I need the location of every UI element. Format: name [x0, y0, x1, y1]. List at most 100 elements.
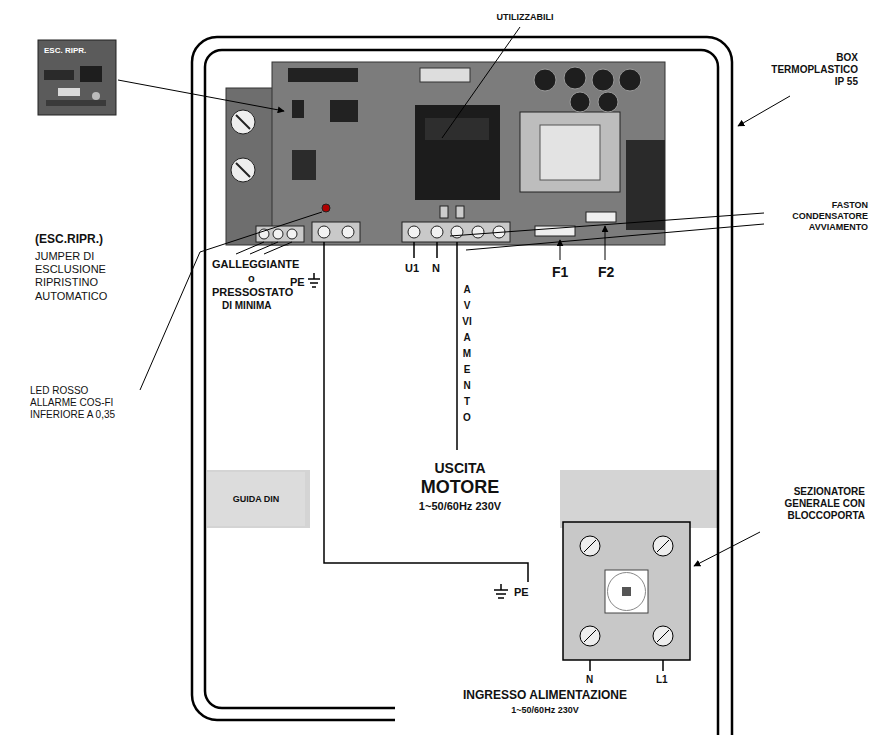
disconnect-switch — [580, 626, 600, 646]
enclosure-outline — [205, 50, 718, 735]
inset-photo — [46, 100, 106, 106]
circuit-board — [534, 69, 556, 91]
circuit-board — [415, 105, 500, 200]
inset-photo — [58, 88, 80, 96]
circuit-board — [322, 204, 330, 212]
circuit-board — [330, 100, 358, 122]
node-text: ESC. RIPR. — [44, 46, 110, 55]
terminal-label: o — [248, 272, 255, 285]
wire — [413, 242, 415, 258]
ground-symbol — [494, 589, 508, 591]
circuit-board — [231, 110, 255, 134]
terminal-block — [318, 226, 330, 238]
leader-line — [140, 212, 322, 390]
disconnect-switch — [563, 522, 690, 660]
callout-label: LED ROSSO ALLARME COS-FI INFERIORE A 0,3… — [30, 385, 135, 421]
disconnect-switch — [657, 540, 669, 552]
terminal-block — [256, 222, 510, 242]
callout-label: FASTON CONDENSATORE AVVIAMENTO — [768, 200, 868, 232]
circuit-board — [420, 68, 470, 82]
output-label: MOTORE — [390, 477, 530, 499]
leader-line — [264, 242, 292, 254]
terminal-label: PE — [290, 276, 305, 289]
leader-line — [250, 242, 278, 254]
inset-photo — [80, 66, 102, 82]
circuit-board — [440, 206, 448, 218]
circuit-board — [292, 150, 316, 180]
disconnect-switch — [580, 536, 600, 556]
leader-line — [694, 532, 760, 566]
ground-symbol — [312, 286, 316, 288]
circuit-board — [598, 92, 618, 112]
circuit-board — [592, 69, 614, 91]
terminal-label: DI MINIMA — [222, 300, 271, 312]
terminal-label: N — [432, 262, 440, 275]
circuit-board — [570, 92, 590, 112]
din-rail-band: GUIDA DIN — [207, 472, 305, 526]
circuit-board — [272, 62, 665, 245]
leader-line — [118, 80, 284, 111]
ground-symbol — [500, 584, 502, 590]
circuit-board — [619, 69, 641, 91]
leader-line — [466, 224, 764, 250]
terminal-block — [273, 229, 283, 239]
circuit-board — [236, 115, 250, 129]
disconnect-switch — [657, 630, 669, 642]
enclosure-outline — [192, 37, 732, 735]
terminal-label: GALLEGGIANTE — [212, 258, 299, 271]
enclosure-outline — [192, 37, 732, 735]
ground-symbol — [310, 282, 318, 284]
circuit-board — [586, 212, 616, 222]
ground-symbol — [308, 273, 508, 598]
inset-photo-label: ESC. RIPR. — [38, 40, 116, 115]
disconnect-switch — [653, 536, 673, 556]
terminal-block — [312, 222, 360, 242]
terminal-block — [402, 222, 510, 242]
callout-label: BOX TERMOPLASTICO IP 55 — [762, 52, 858, 88]
disconnect-switch — [605, 570, 648, 613]
terminal-block — [256, 226, 304, 242]
circuit-board — [626, 140, 665, 230]
disconnect-switch — [608, 573, 646, 611]
node-text: GUIDA DIN — [211, 494, 301, 504]
callout-label: JUMPER DI ESCLUSIONE RIPRISTINO AUTOMATI… — [35, 250, 120, 303]
disconnect-switch — [584, 630, 596, 642]
ground-symbol — [498, 597, 504, 599]
terminal-block — [472, 226, 484, 238]
terminal-block — [431, 226, 443, 238]
disconnect-switch — [653, 626, 673, 646]
circuit-board — [425, 118, 489, 140]
leader-line — [118, 27, 790, 566]
wire — [324, 242, 663, 671]
leader-line — [236, 242, 264, 254]
terminal-label: U1 — [405, 262, 419, 275]
ground-symbol — [496, 593, 506, 595]
leader-line — [442, 27, 520, 138]
circuit-board — [288, 68, 358, 82]
leader-line — [738, 96, 790, 126]
circuit-board — [231, 158, 255, 182]
terminal-label: N — [586, 674, 593, 686]
inset-photo — [38, 40, 116, 115]
fuse-label: F1 — [552, 264, 568, 281]
callout-label: UTILIZZABILI — [486, 12, 564, 23]
circuit-board — [520, 112, 620, 192]
inset-photo — [44, 70, 74, 80]
circuit-board — [226, 62, 665, 245]
leader-line — [560, 240, 561, 260]
output-label: USCITA — [390, 460, 530, 477]
input-label: INGRESSO ALIMENTAZIONE — [420, 688, 670, 702]
terminal-label: AVVIAMENTO — [462, 282, 472, 426]
terminal-label: PRESSOSTATO — [212, 286, 293, 299]
wire — [589, 660, 591, 671]
circuit-board — [236, 163, 250, 177]
disconnect-switch — [563, 522, 690, 660]
leader-line — [450, 213, 764, 236]
wire — [662, 660, 664, 671]
wire — [324, 242, 528, 582]
inset-photo — [38, 40, 116, 115]
wire — [436, 242, 438, 258]
